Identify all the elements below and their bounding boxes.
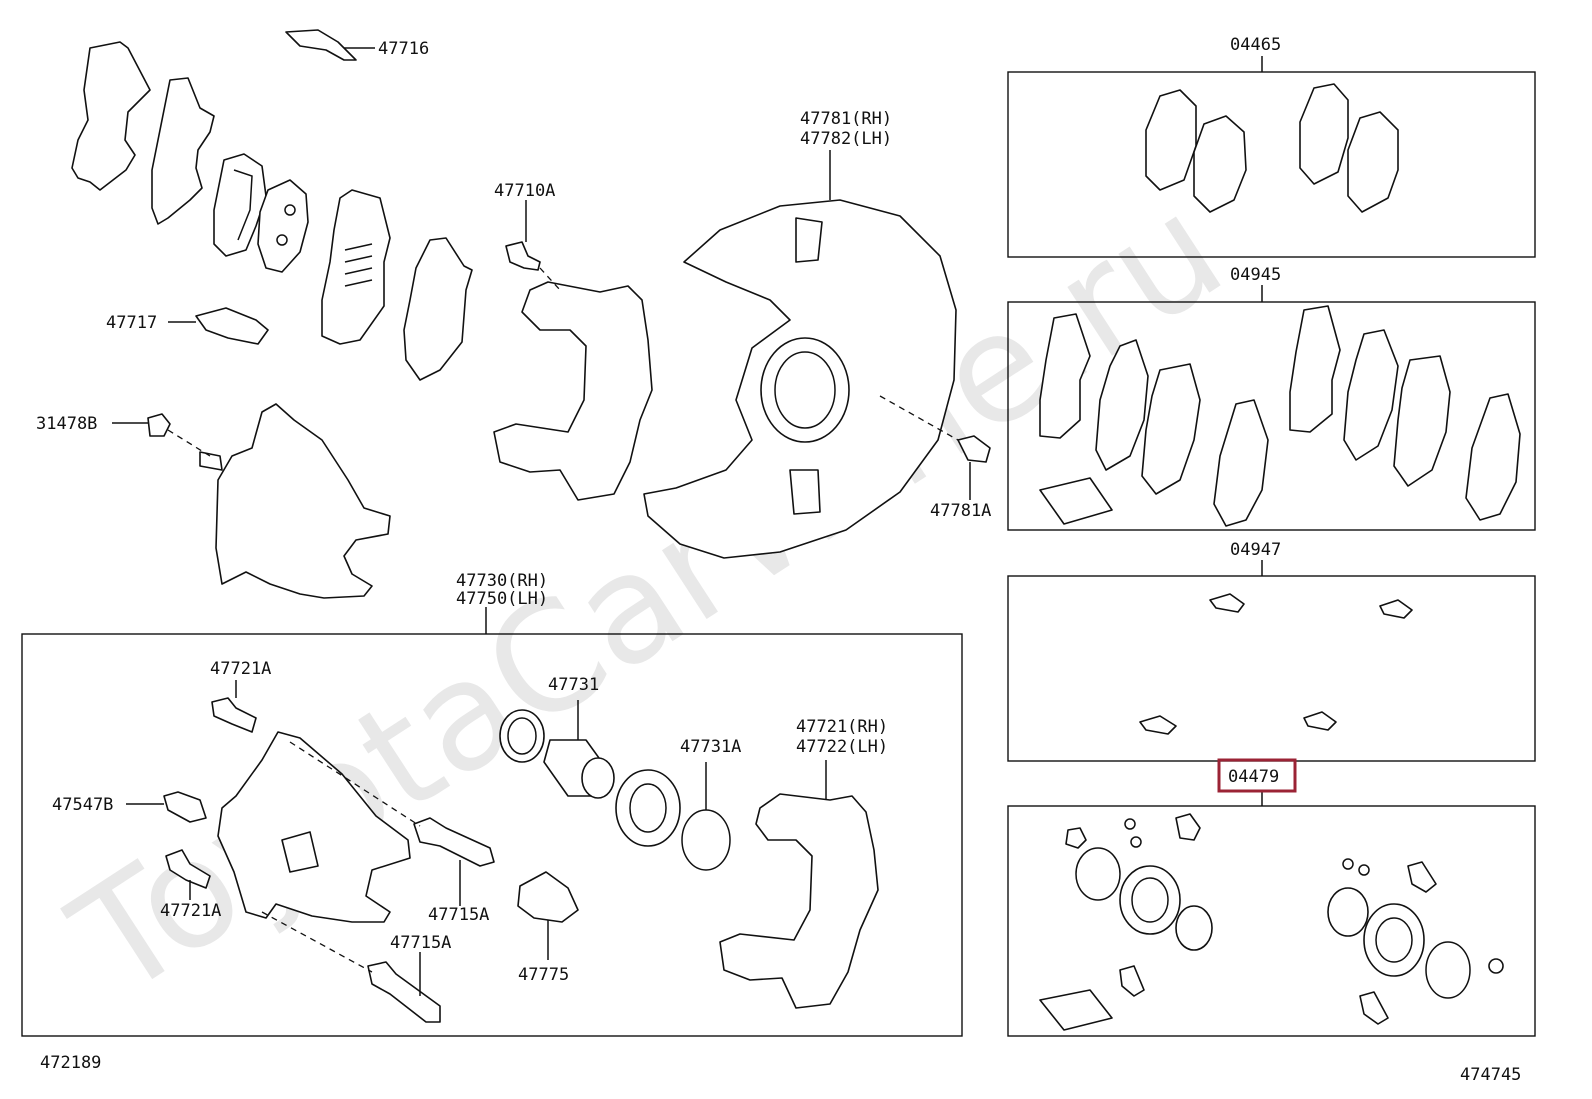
anti-squeal-shim-2: [403, 237, 473, 381]
caliper-mounting-bracket: [493, 281, 653, 501]
bleeder-plug-31478B: [147, 413, 171, 437]
kit-04479-highlight[interactable]: [1217, 758, 1297, 793]
callout-31478B[interactable]: 31478B: [36, 414, 97, 434]
bolt-47710A: [505, 241, 541, 271]
boot-47775: [517, 871, 579, 923]
shim-outer-2: [151, 77, 215, 225]
footer-right-code: 474745: [1460, 1065, 1521, 1085]
kit-box-04947: [1007, 575, 1536, 762]
kit-04479-seals: [1039, 813, 1504, 1031]
callout-47721A-bottom[interactable]: 47721A: [160, 901, 221, 921]
callout-47717[interactable]: 47717: [106, 313, 157, 333]
piston-seal-47731-ring: [499, 709, 545, 763]
callout-47721-rh[interactable]: 47721(RH): [796, 717, 888, 737]
slide-pin-47715A-right: [413, 817, 495, 867]
callout-47730-rh[interactable]: 47730(RH): [456, 571, 548, 591]
callout-47716[interactable]: 47716: [378, 39, 429, 59]
bolt-47781A: [957, 435, 991, 463]
kit-label-04465[interactable]: 04465: [1230, 35, 1281, 55]
watermark: ToyotaCarWine.ru: [44, 162, 1252, 1031]
callout-47547B[interactable]: 47547B: [52, 795, 113, 815]
brake-pad-inner: [257, 179, 309, 273]
caliper-assembly-box: [21, 633, 963, 1037]
pad-support-clip-47716: [285, 29, 357, 61]
caliper-housing: [217, 731, 411, 923]
kit-04945-shims: [1039, 305, 1521, 527]
bolt-47721A-top: [211, 697, 257, 733]
cylinder-boot: [615, 769, 681, 847]
callout-47715A-bottom[interactable]: 47715A: [390, 933, 451, 953]
callout-47721A-top[interactable]: 47721A: [210, 659, 271, 679]
callout-47781A[interactable]: 47781A: [930, 501, 991, 521]
kit-label-04947[interactable]: 04947: [1230, 540, 1281, 560]
callout-47775[interactable]: 47775: [518, 965, 569, 985]
bushing-47547B: [163, 791, 207, 823]
anti-squeal-shim: [321, 189, 391, 345]
callout-47731A[interactable]: 47731A: [680, 737, 741, 757]
footer-left-code: 472189: [40, 1053, 101, 1073]
pad-support-clip-47717: [195, 307, 269, 345]
callout-47710A[interactable]: 47710A: [494, 181, 555, 201]
kit-box-04945: [1007, 301, 1536, 531]
slide-pin-47715A-bottom: [367, 961, 441, 1023]
brake-pad-outer: [213, 153, 267, 257]
disc-dust-cover: [643, 199, 957, 559]
kit-label-04945[interactable]: 04945: [1230, 265, 1281, 285]
piston-47731: [543, 739, 615, 799]
kit-box-04465: [1007, 71, 1536, 258]
bolt-47721A-bottom: [165, 849, 211, 889]
kit-label-04479[interactable]: 04479: [1228, 767, 1279, 787]
set-ring-47731A: [681, 809, 731, 871]
shim-outer-1: [71, 41, 151, 191]
callout-47715A-right[interactable]: 47715A: [428, 905, 489, 925]
kit-04947-clips: [1139, 593, 1413, 735]
callout-47731[interactable]: 47731: [548, 675, 599, 695]
callout-47750-lh[interactable]: 47750(LH): [456, 589, 548, 609]
caliper-cylinder: [199, 403, 391, 599]
kit-box-04479: [1007, 805, 1536, 1037]
torque-plate-47721: [719, 793, 879, 1009]
kit-04465-pads: [1145, 83, 1399, 213]
callout-47722-lh[interactable]: 47722(LH): [796, 737, 888, 757]
callout-47781-rh[interactable]: 47781(RH): [800, 109, 892, 129]
callout-47782-lh[interactable]: 47782(LH): [800, 129, 892, 149]
